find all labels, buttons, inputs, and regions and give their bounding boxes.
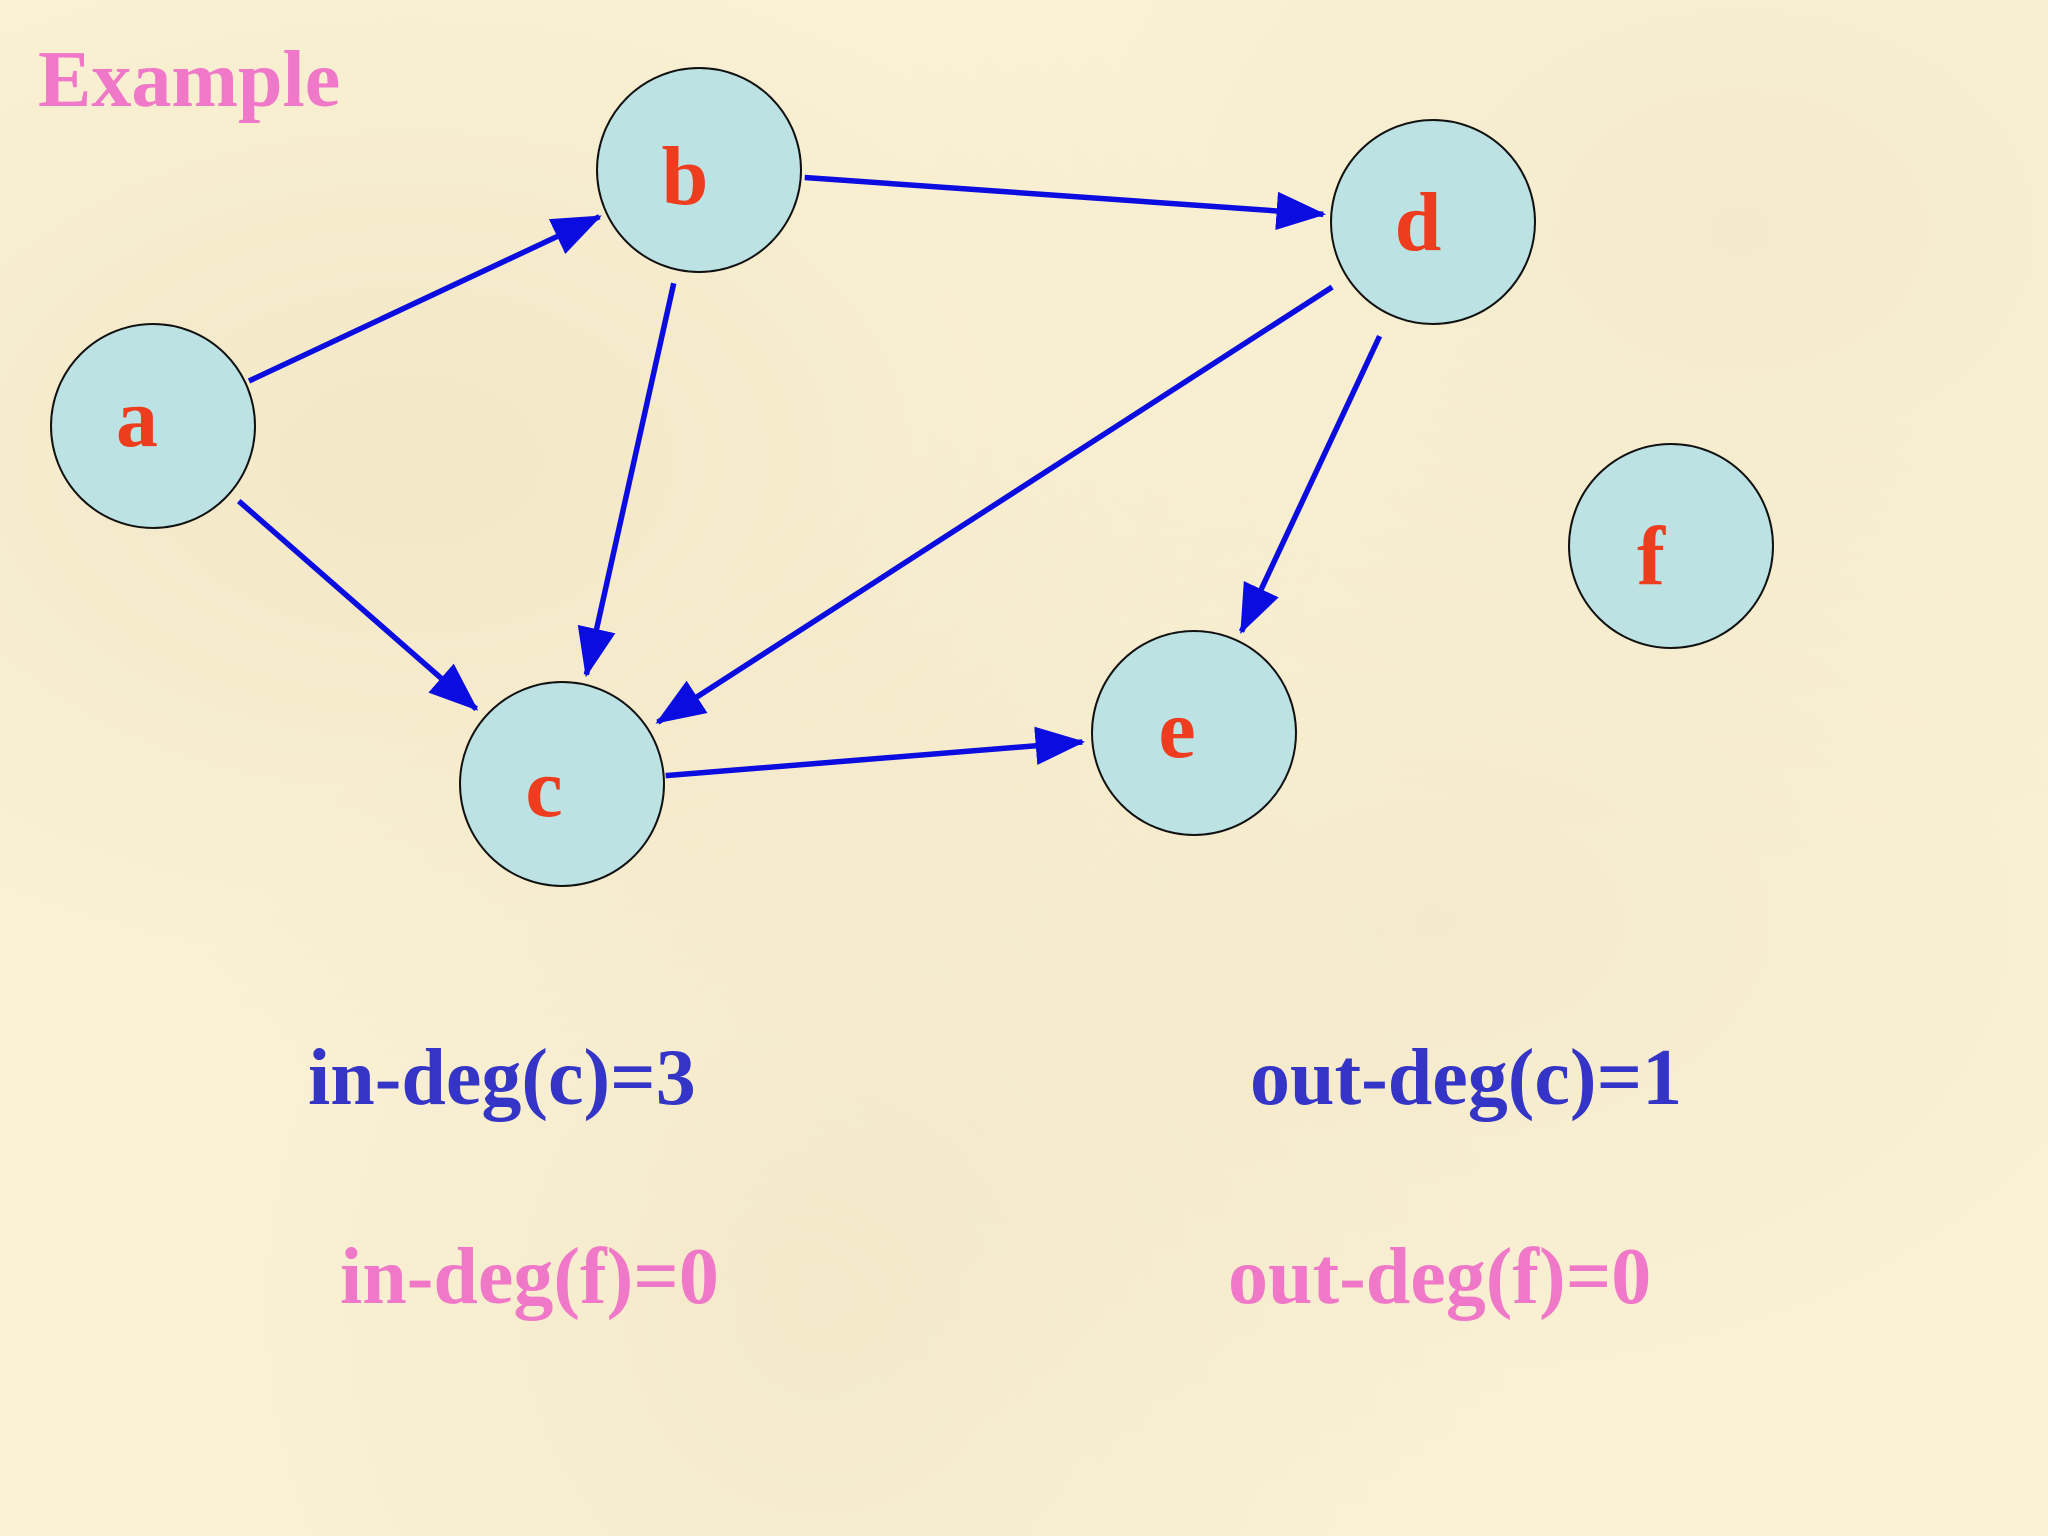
node-a: a xyxy=(50,323,256,529)
node-f-circle xyxy=(1568,443,1774,649)
node-c-label: c xyxy=(525,742,562,835)
out-degree-c-text: out-deg(c)=1 xyxy=(1250,1034,1683,1122)
edges-layer xyxy=(236,174,1383,779)
node-e-circle xyxy=(1091,630,1297,836)
edge-a-to-b xyxy=(247,214,602,384)
edge-a-to-c xyxy=(236,499,479,711)
edge-b-to-d xyxy=(804,174,1327,231)
out-degree-f-text: out-deg(f)=0 xyxy=(1228,1233,1652,1321)
node-c: c xyxy=(459,681,665,887)
node-e: e xyxy=(1091,630,1297,836)
edge-d-to-c xyxy=(655,284,1334,725)
node-b-circle xyxy=(596,67,802,273)
node-d: d xyxy=(1330,119,1536,325)
node-b-label: b xyxy=(662,130,709,223)
edge-d-to-e xyxy=(1238,334,1383,635)
node-f: f xyxy=(1568,443,1774,649)
edge-c-to-e xyxy=(665,726,1086,779)
in-degree-c-text: in-deg(c)=3 xyxy=(308,1034,696,1122)
node-e-label: e xyxy=(1158,683,1195,776)
slide-title: Example xyxy=(38,36,341,124)
node-a-circle xyxy=(50,323,256,529)
node-c-circle xyxy=(459,681,665,887)
node-a-label: a xyxy=(116,372,158,465)
edge-b-to-c xyxy=(577,282,677,678)
node-d-circle xyxy=(1330,119,1536,325)
node-f-label: f xyxy=(1637,510,1666,603)
node-d-label: d xyxy=(1395,176,1442,269)
nodes-layer: a b c d e f xyxy=(50,67,1774,887)
in-degree-f-text: in-deg(f)=0 xyxy=(340,1233,719,1321)
node-b: b xyxy=(596,67,802,273)
